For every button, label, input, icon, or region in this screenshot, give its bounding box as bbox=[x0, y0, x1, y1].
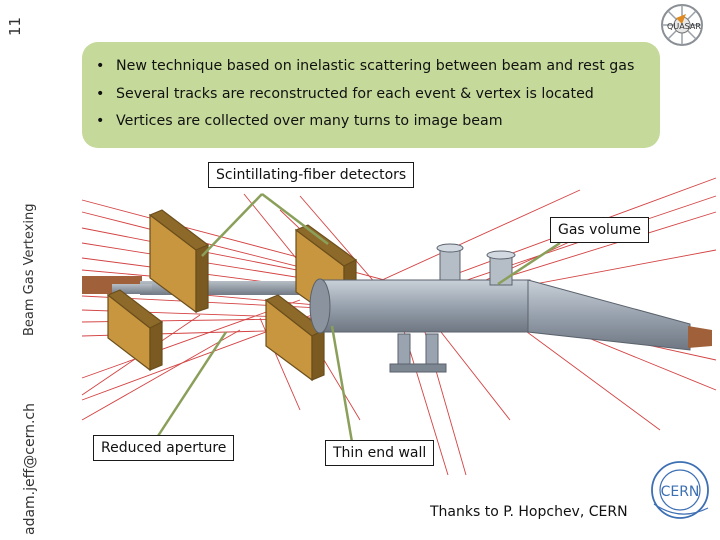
gas-tank bbox=[309, 243, 712, 373]
bullet-text: Several tracks are reconstructed for eac… bbox=[116, 85, 594, 102]
bullet-text: New technique based on inelastic scatter… bbox=[116, 58, 635, 74]
bullet-item: •Vertices are collected over many turns … bbox=[96, 113, 503, 129]
quasar-logo: QUASAR bbox=[661, 4, 703, 46]
cern-logo: CERN bbox=[651, 461, 709, 519]
quasar-logo-text: QUASAR bbox=[667, 22, 701, 31]
callout-reduced-aperture: Reduced aperture bbox=[93, 435, 235, 461]
bullet-box: •New technique based on inelastic scatte… bbox=[82, 42, 660, 148]
detector-plane-left bbox=[106, 209, 210, 372]
bullet-item: •Several tracks are reconstructed for ea… bbox=[96, 85, 594, 102]
callout-gas-volume: Gas volume bbox=[550, 217, 650, 243]
callout-detectors: Scintillating-fiber detectors bbox=[208, 162, 415, 188]
bullet-text: Vertices are collected over many turns t… bbox=[116, 113, 503, 129]
callout-thin-end-wall: Thin end wall bbox=[325, 440, 435, 466]
bullet-item: •New technique based on inelastic scatte… bbox=[96, 58, 635, 74]
credit-text: Thanks to P. Hopchev, CERN bbox=[430, 504, 628, 520]
callout-leaders bbox=[156, 193, 561, 443]
cern-logo-text: CERN bbox=[661, 484, 700, 500]
bullet-list: •New technique based on inelastic scatte… bbox=[82, 42, 660, 136]
